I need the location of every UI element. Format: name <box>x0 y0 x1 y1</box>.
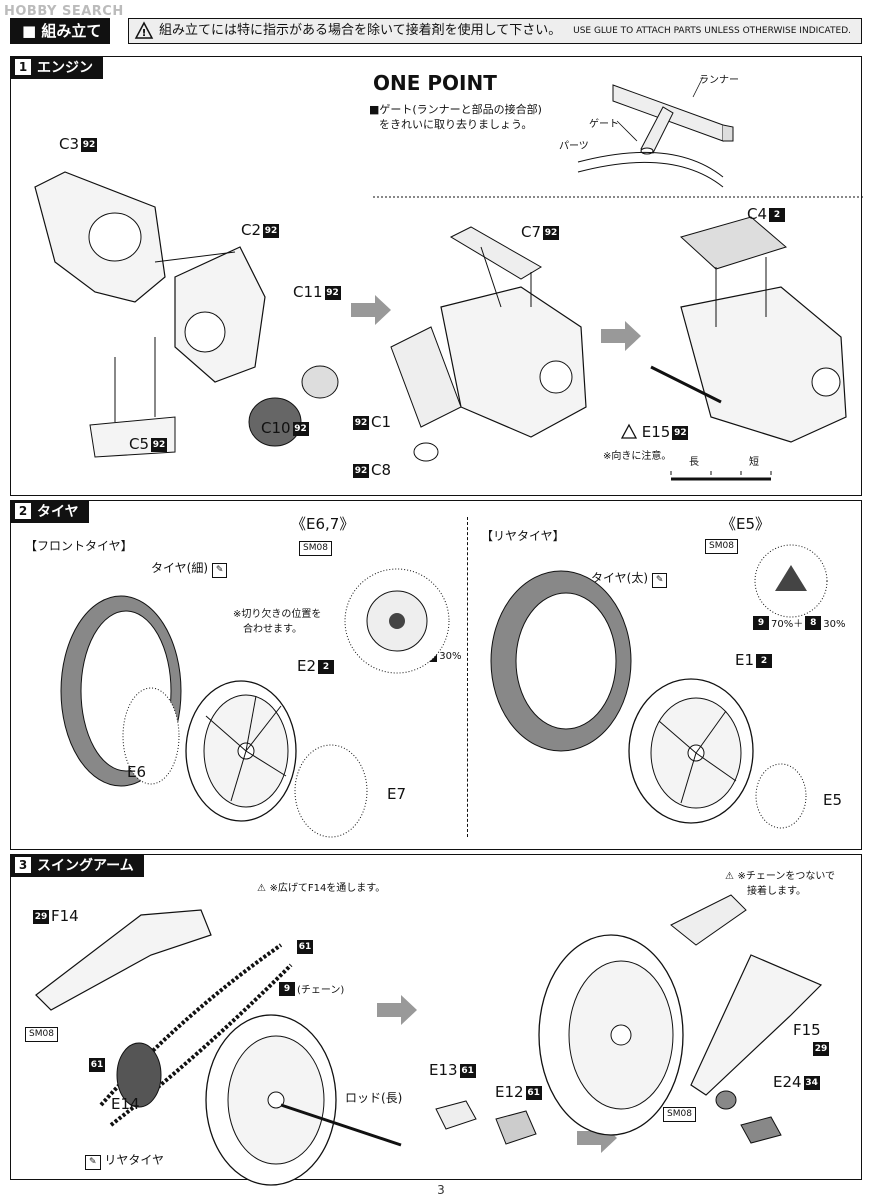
engine-step-b <box>390 226 587 462</box>
short-label: 短 <box>749 457 759 468</box>
parts-label: パーツ <box>559 141 589 152</box>
front-sm08: SM08 <box>299 541 332 556</box>
align-note: ※切り欠きの位置を合わせます。 <box>233 609 322 635</box>
no-glue-icon: ✎ <box>651 573 668 588</box>
progress-arrow-3 <box>377 995 417 1025</box>
gate-label: ゲート <box>589 119 619 130</box>
no-glue-icon: ✎ <box>85 1155 101 1170</box>
chain-label: 9(チェーン) <box>277 981 344 996</box>
one-point-illustration <box>373 76 863 198</box>
progress-arrow-1 <box>351 295 391 325</box>
rear-sm08: SM08 <box>705 539 738 554</box>
warning-en: USE GLUE TO ATTACH PARTS UNLESS OTHERWIS… <box>573 26 851 36</box>
glue-warning: ! 組み立てには特に指示がある場合を除いて接着剤を使用して下さい。 USE GL… <box>128 18 862 44</box>
rod-diagram <box>670 471 772 481</box>
f14-sm08: SM08 <box>25 1027 58 1042</box>
rear-tire-illustration <box>490 544 828 829</box>
front-tire-illustration <box>60 568 450 838</box>
rear-assembly-illustration <box>538 894 823 1144</box>
label-e7: E7 <box>387 785 407 803</box>
warning-icon: ! <box>134 21 154 39</box>
rear-tire-label-3: ✎ リヤタイヤ <box>85 1151 164 1170</box>
runner-label: ランナー <box>699 75 739 86</box>
orientation-note: ※向きに注意。 <box>603 451 672 462</box>
section-title: ■ 組み立て <box>10 18 110 44</box>
warning-jp: 組み立てには特に指示がある場合を除いて接着剤を使用して下さい。 <box>159 23 562 38</box>
one-point-text1: ■ゲート(ランナーと部品の接合部) <box>369 103 542 116</box>
caliper-illustration <box>435 1100 537 1145</box>
one-point-title: ONE POINT <box>373 71 497 95</box>
no-glue-icon: ✎ <box>211 563 228 578</box>
label-e6: E6 <box>127 763 147 781</box>
rod-label: ロッド(長) <box>345 1091 403 1105</box>
e67-title: 《E6,7》 <box>291 515 355 533</box>
header-bar: ■ 組み立て ! 組み立てには特に指示がある場合を除いて接着剤を使用して下さい。… <box>10 18 862 44</box>
engine-step-c <box>650 216 847 443</box>
rear-tire-heading: 【リヤタイヤ】 <box>481 529 565 543</box>
swingarm-illustration <box>35 909 402 1186</box>
svg-text:!: ! <box>142 28 147 39</box>
page-number: 3 <box>437 1183 445 1197</box>
warning-icon <box>620 423 638 439</box>
engine-step-a <box>34 171 339 458</box>
label-e14: E14 <box>111 1095 140 1113</box>
label-61-top: 61 <box>297 940 313 954</box>
one-point-text2: をきれいに取り去りましょう。 <box>379 118 533 131</box>
swingarm-note: ⚠ ※広げてF14を通します。 <box>257 883 386 894</box>
rear-tire-label: タイヤ(太) ✎ <box>591 569 668 588</box>
progress-arrow-2 <box>601 321 641 351</box>
e5-title: 《E5》 <box>721 515 771 533</box>
watermark: HOBBY SEARCH <box>4 4 124 19</box>
label-e5: E5 <box>823 791 843 809</box>
chain-note: ⚠ ※チェーンをつないで接着します。 <box>725 871 836 897</box>
rear-sm08: SM08 <box>663 1107 696 1122</box>
tire-divider <box>467 517 468 837</box>
label-61-left: 61 <box>89 1058 105 1072</box>
long-label: 長 <box>689 457 699 468</box>
front-tire-label: タイヤ(細) ✎ <box>151 559 228 578</box>
front-tire-heading: 【フロントタイヤ】 <box>25 539 133 553</box>
